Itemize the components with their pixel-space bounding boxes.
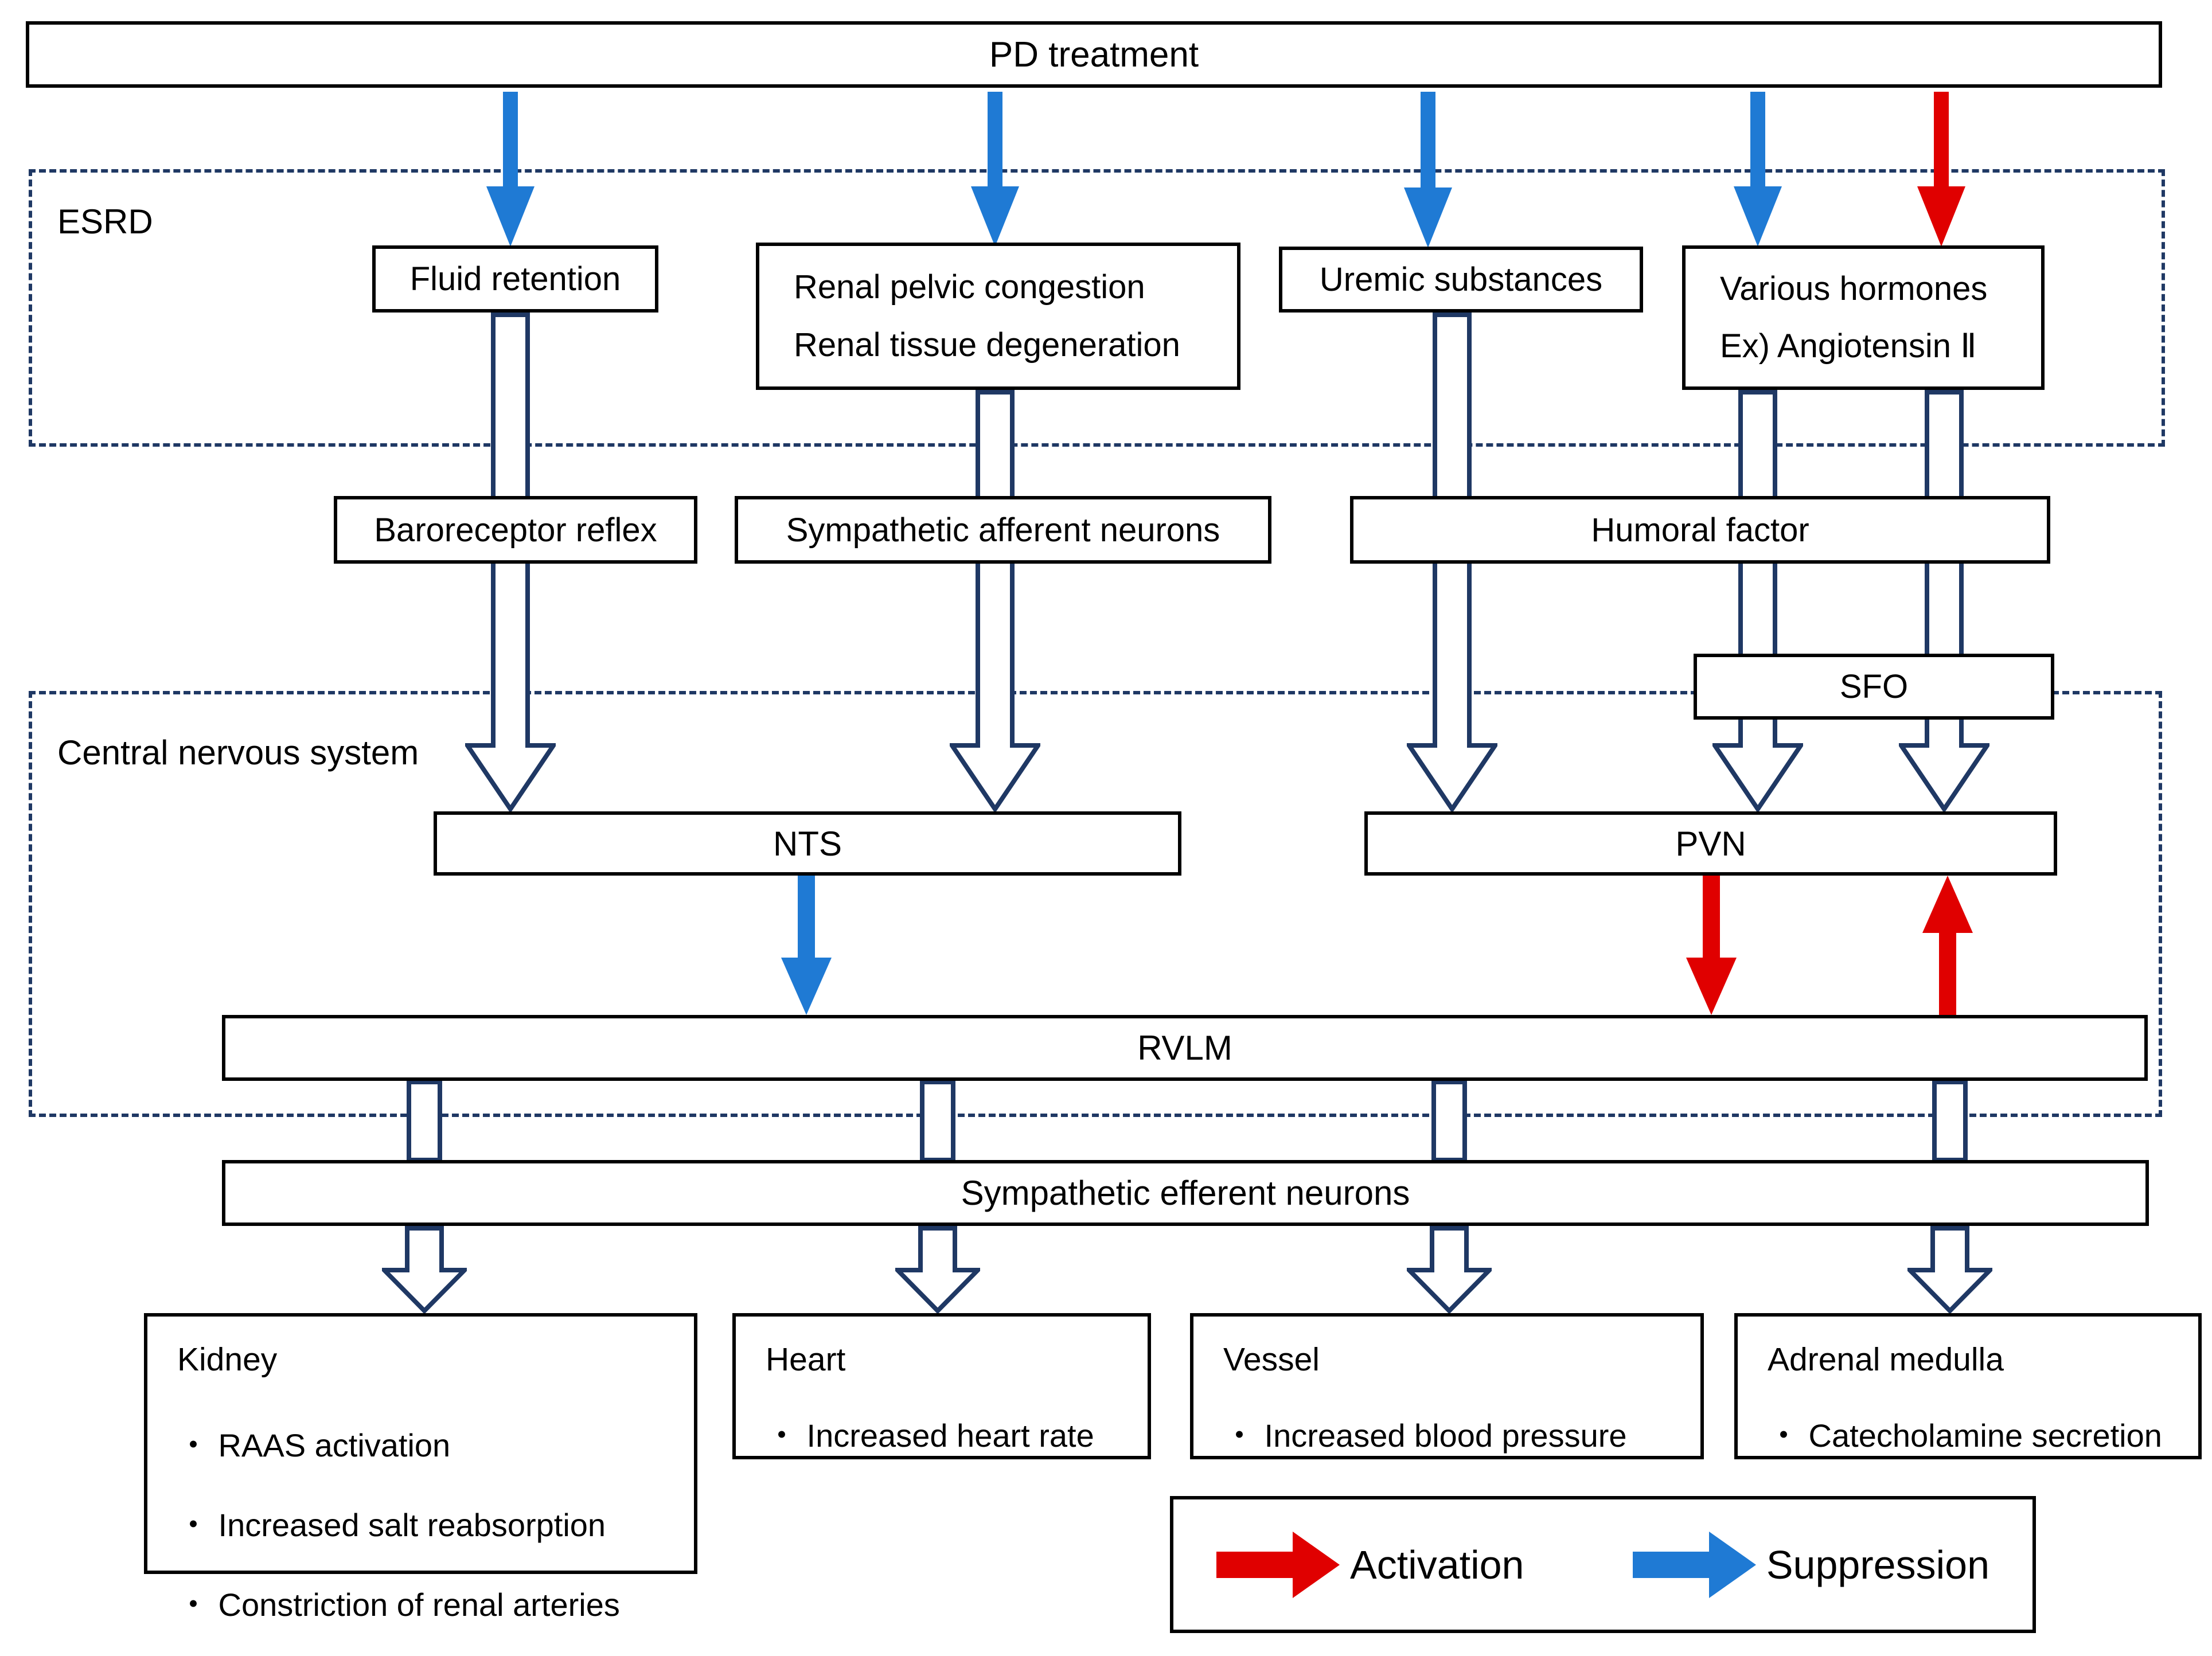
renal-congestion-box: Renal pelvic congestion Renal tissue deg… xyxy=(756,243,1240,390)
activation-arrow-rvlm-to-pvn xyxy=(1920,876,1975,1015)
connector-rvlm-adrenal xyxy=(1932,1080,1968,1162)
pd-treatment-label: PD treatment xyxy=(989,34,1199,75)
sympathetic-afferent-label: Sympathetic afferent neurons xyxy=(786,511,1220,549)
pvn-box: PVN xyxy=(1364,811,2057,876)
adrenal-medulla-bullet-1: ・ Catecholamine secretion xyxy=(1768,1417,2162,1454)
suppression-arrow-hormones xyxy=(1731,92,1784,247)
uremic-substances-label: Uremic substances xyxy=(1319,261,1603,298)
activation-arrow-icon xyxy=(1216,1530,1340,1599)
uremic-substances-box: Uremic substances xyxy=(1279,247,1643,313)
kidney-bullet-2: ・ Increased salt reabsorption xyxy=(177,1507,606,1543)
various-hormones-box: Various hormones Ex) Angiotensin Ⅱ xyxy=(1682,245,2045,390)
suppression-arrow-nts-to-rvlm xyxy=(779,876,834,1015)
suppression-arrow-fluid xyxy=(484,92,537,247)
connector-rvlm-kidney xyxy=(407,1080,442,1162)
heart-bullet-1: ・ Increased heart rate xyxy=(766,1417,1094,1454)
flow-arrow-to-heart xyxy=(895,1226,980,1313)
flow-arrow-hormones-to-pvn-right xyxy=(1899,390,1989,811)
vessel-bullet-1: ・ Increased blood pressure xyxy=(1223,1417,1627,1454)
kidney-bullet-1: ・ RAAS activation xyxy=(177,1427,451,1463)
kidney-bullet-3: ・ Constriction of renal arteries xyxy=(177,1587,620,1623)
sfo-box: SFO xyxy=(1694,654,2054,720)
rvlm-label: RVLM xyxy=(1137,1029,1232,1067)
humoral-factor-label: Humoral factor xyxy=(1591,511,1809,549)
nts-label: NTS xyxy=(773,824,842,863)
legend-suppression-item: Suppression xyxy=(1632,1530,1989,1599)
connector-rvlm-vessel xyxy=(1431,1080,1467,1162)
flow-arrow-to-vessel xyxy=(1407,1226,1492,1313)
baroreceptor-reflex-box: Baroreceptor reflex xyxy=(334,496,697,564)
esrd-region xyxy=(29,169,2165,447)
esrd-label: ESRD xyxy=(57,202,153,241)
legend-activation-item: Activation xyxy=(1216,1530,1524,1599)
flow-arrow-to-adrenal xyxy=(1907,1226,1992,1313)
sfo-label: SFO xyxy=(1839,668,1909,705)
baroreceptor-reflex-label: Baroreceptor reflex xyxy=(374,511,657,549)
connector-rvlm-heart xyxy=(920,1080,955,1162)
vessel-title: Vessel xyxy=(1223,1341,1320,1378)
various-hormones-line1: Various hormones xyxy=(1720,270,1988,308)
adrenal-medulla-box: Adrenal medulla ・ Catecholamine secretio… xyxy=(1734,1313,2202,1459)
kidney-box: Kidney ・ RAAS activation ・ Increased sal… xyxy=(144,1313,697,1623)
activation-arrow-hormones xyxy=(1915,92,1968,247)
nts-box: NTS xyxy=(434,811,1181,876)
vessel-box: Vessel ・ Increased blood pressure xyxy=(1190,1313,1704,1459)
pd-treatment-box: PD treatment xyxy=(26,21,2162,88)
pvn-label: PVN xyxy=(1675,824,1746,863)
activation-arrow-pvn-to-rvlm xyxy=(1684,876,1739,1015)
suppression-arrow-icon xyxy=(1632,1530,1756,1599)
fluid-retention-label: Fluid retention xyxy=(409,260,621,298)
kidney-title: Kidney xyxy=(177,1341,278,1378)
flow-arrow-to-kidney xyxy=(382,1226,467,1313)
legend-suppression-label: Suppression xyxy=(1766,1542,1989,1587)
fluid-retention-box: Fluid retention xyxy=(372,245,658,313)
adrenal-medulla-title: Adrenal medulla xyxy=(1768,1341,2004,1378)
various-hormones-line2: Ex) Angiotensin Ⅱ xyxy=(1720,327,1977,365)
sympathetic-afferent-box: Sympathetic afferent neurons xyxy=(735,496,1271,564)
heart-box: Heart ・ Increased heart rate xyxy=(732,1313,1151,1459)
legend-activation-label: Activation xyxy=(1350,1542,1524,1587)
flow-arrow-hormones-to-pvn-left xyxy=(1712,390,1803,811)
sympathetic-efferent-box: Sympathetic efferent neurons xyxy=(222,1160,2149,1226)
sympathetic-efferent-label: Sympathetic efferent neurons xyxy=(961,1174,1410,1212)
flow-arrow-renal-to-nts xyxy=(950,390,1040,811)
renal-degeneration-line2: Renal tissue degeneration xyxy=(794,326,1180,364)
renal-congestion-line1: Renal pelvic congestion xyxy=(794,268,1145,306)
rvlm-box: RVLM xyxy=(222,1015,2148,1081)
humoral-factor-box: Humoral factor xyxy=(1350,496,2050,564)
suppression-arrow-uremic xyxy=(1402,92,1454,248)
cns-label: Central nervous system xyxy=(57,733,419,772)
suppression-arrow-renal xyxy=(969,92,1021,247)
cns-region xyxy=(29,691,2162,1117)
legend-box: Activation Suppression xyxy=(1170,1496,2036,1633)
heart-title: Heart xyxy=(766,1341,846,1378)
